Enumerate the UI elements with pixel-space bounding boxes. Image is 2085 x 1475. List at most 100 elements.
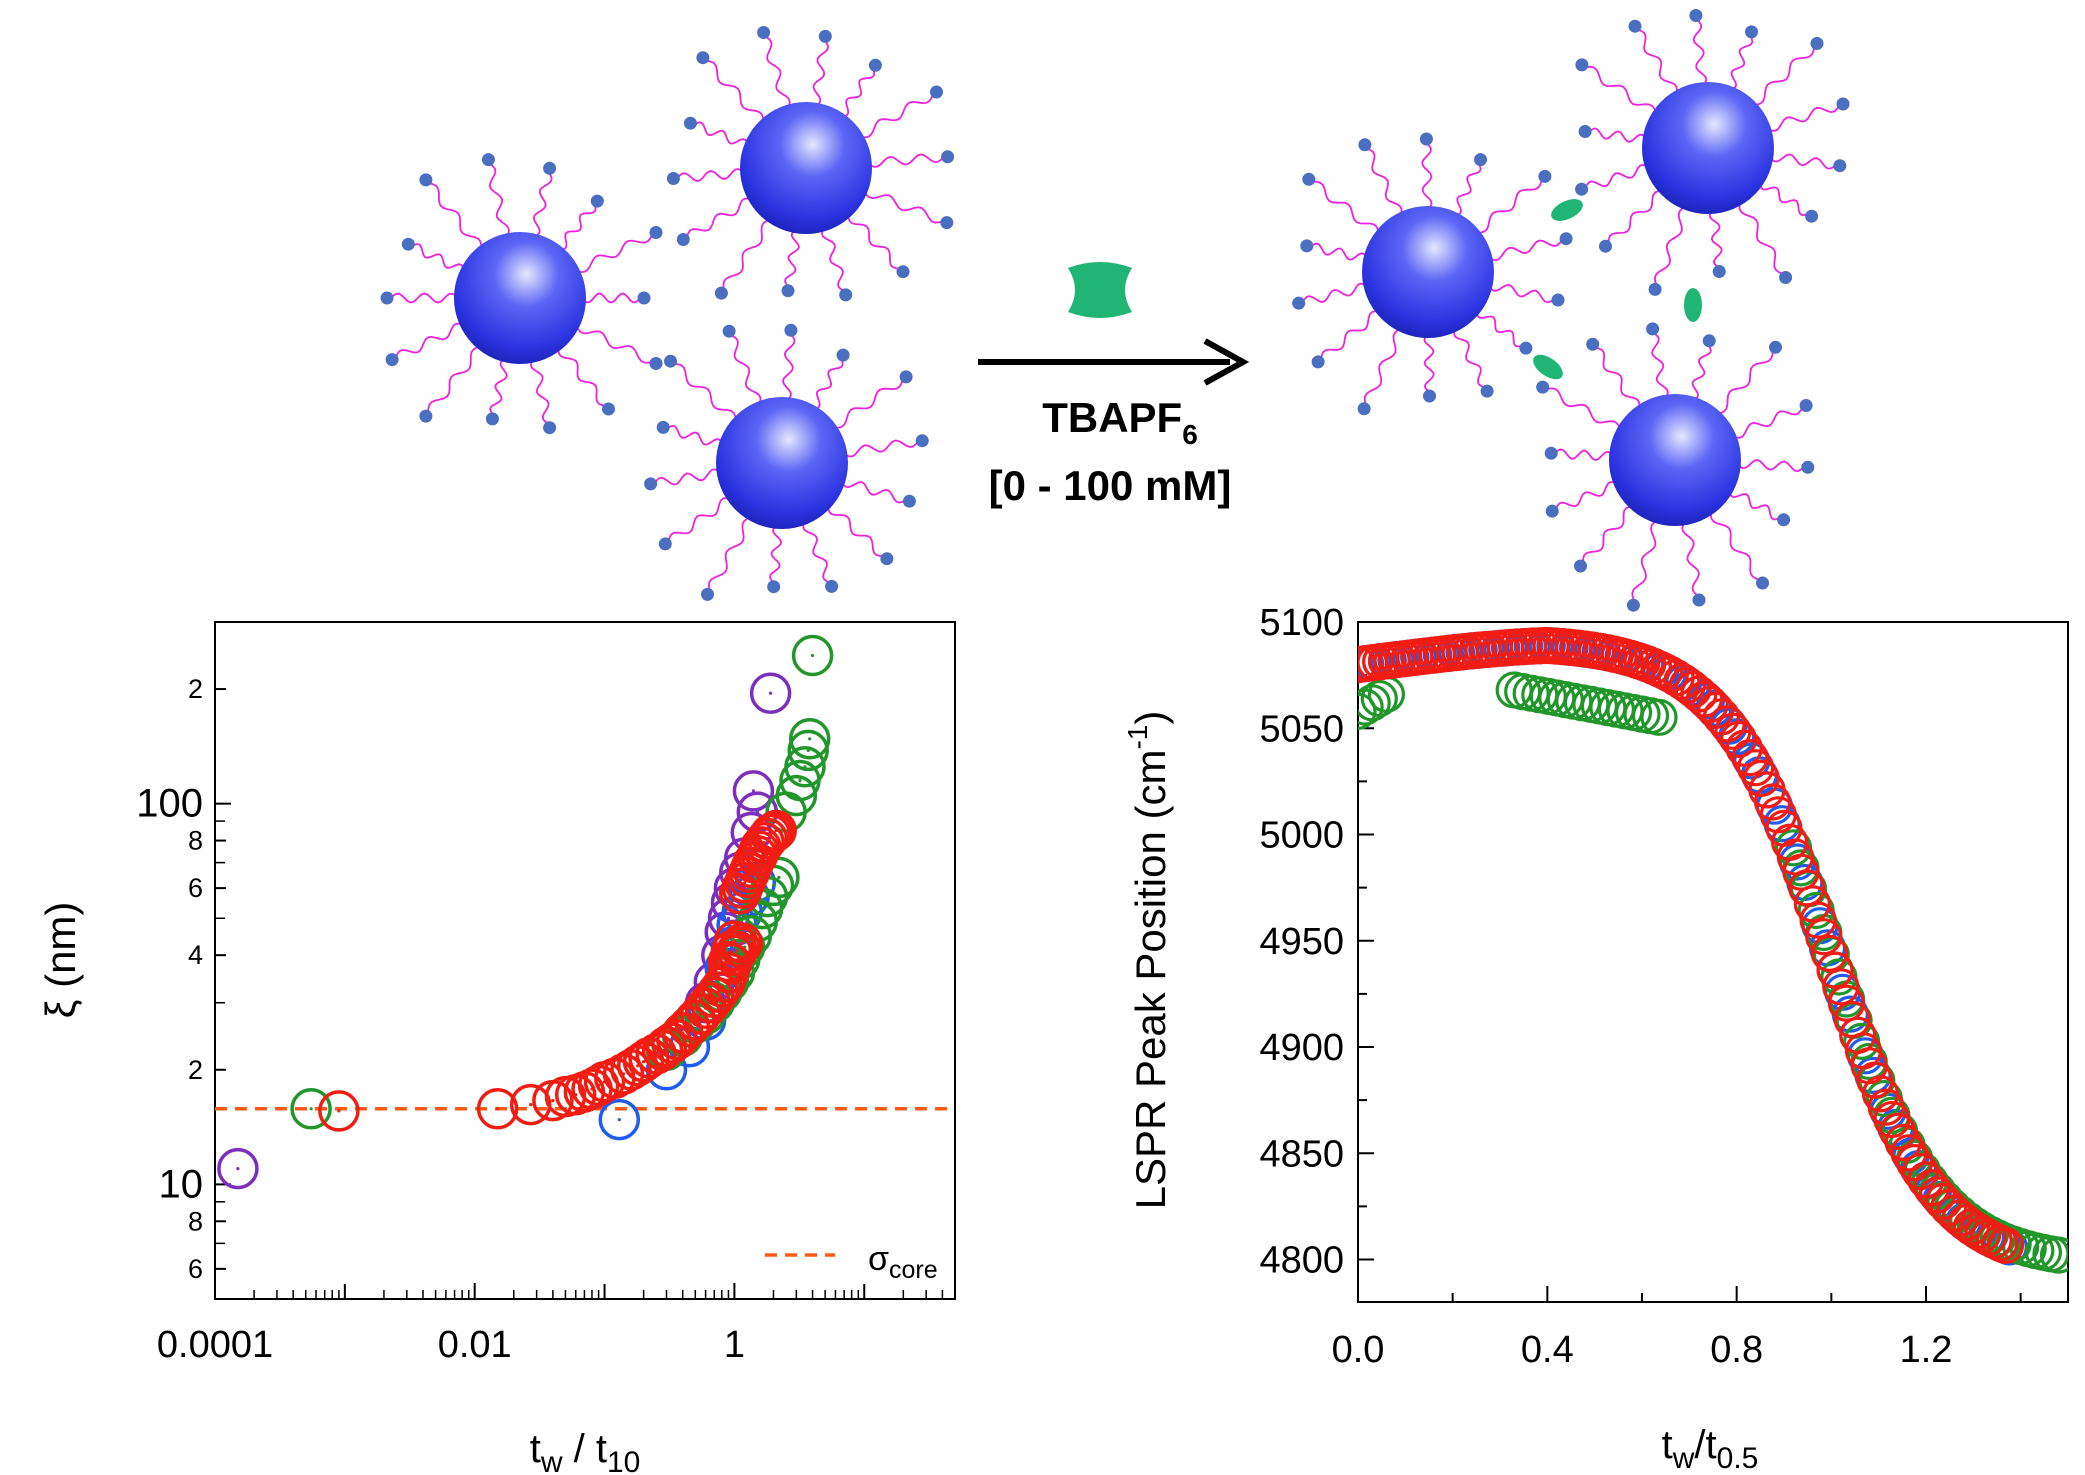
ligand-chain [667,496,732,542]
ligand-chain [1582,505,1634,563]
x-tick-label: 0.0001 [157,1324,273,1366]
ligand-chain [1729,35,1754,91]
data-point [697,971,739,1013]
ligand-chain [1736,459,1805,473]
ligand-end-group [1292,296,1306,310]
y-tick-label: 6 [188,873,203,903]
ligand-chain [764,35,791,110]
data-point-center [732,953,737,957]
data-point-center [745,875,749,880]
ligand-chain [840,480,907,504]
ligand-chain [1546,387,1622,431]
y-tick-label: 4850 [1259,1133,1344,1175]
ligand-end-group [757,26,771,39]
gold-core [1609,394,1741,526]
data-point-center [798,778,802,783]
ligand-end-group [941,150,955,164]
linker-symbol [1068,262,1132,318]
ligand-end-group [1628,19,1642,33]
data-point-center [765,836,770,841]
ligand-chain [1752,46,1815,106]
ligand-end-group [940,216,954,230]
ligand-end-group [696,51,710,65]
ligand-end-group [1779,271,1793,284]
data-point [730,811,773,854]
x-tick-label: 0.4 [1521,1329,1574,1371]
ligand-end-group [1311,355,1325,369]
ligand-chain [1554,448,1614,462]
ligand-end-group [385,353,399,367]
data-point-center [729,949,734,953]
ligand-chain [558,204,597,251]
data-point [1731,738,1769,777]
data-point [752,811,795,854]
ligand-end-group [1836,97,1850,111]
data-point-center [777,875,781,880]
ligand-chain [532,171,553,239]
ligand-chain [488,162,510,239]
ligand-end-group [767,580,781,594]
data-point [1890,1134,1928,1172]
data-point-center [529,1103,533,1107]
ligand-chain [1588,127,1648,143]
data-point [746,817,789,860]
y-tick-label: 5100 [1259,602,1344,644]
nanoparticle [1292,132,1573,416]
nanoparticle [666,26,955,302]
linker-molecules [1533,199,1702,380]
ligand-end-group [1689,9,1703,22]
ligand-chain [1709,510,1761,581]
ligand-chain [1366,147,1403,217]
ligand-end-group [1519,341,1533,355]
data-point [749,813,792,856]
data-point-center [582,1090,587,1094]
gold-core [1362,206,1494,338]
ligand-end-group [1575,182,1589,196]
ligand-chain [1585,65,1658,115]
ligand-chain [1475,178,1543,234]
data-point [318,1090,360,1132]
ligand-chain [666,424,724,446]
data-point [1884,1123,1922,1162]
y-tick-label: 4800 [1259,1240,1344,1282]
y-tick-label: 5000 [1259,815,1344,857]
ligand-end-group [1551,293,1565,307]
ligand-chain [557,346,607,407]
data-point-center [761,907,765,911]
ligand-end-group [722,324,736,338]
y-tick-label: 4 [188,940,203,970]
ligand-end-group [839,288,853,302]
ligand-end-group [1692,593,1706,607]
ligand-end-group [1538,169,1552,183]
data-point-center [771,883,776,888]
ligand-end-group [419,409,433,423]
ligand-chain [1692,18,1708,87]
data-point [740,826,782,868]
ligand-chain [812,39,830,108]
ligand-chain [1681,520,1700,597]
data-point-center [670,1041,674,1045]
ligand-end-group [880,552,894,566]
ligand-chain [489,357,508,416]
ligand-chain [394,322,465,359]
data-point-center [811,653,815,658]
ligand-end-group [836,348,850,362]
ligand-chain [1453,162,1482,217]
nanoparticles [380,9,1850,612]
data-point [1725,729,1763,767]
reaction-arrow [978,338,1250,386]
ligand-chain [673,363,738,422]
concentration-label: [0 - 100 mM] [989,462,1232,509]
data-point-center [236,1167,240,1171]
data-point [1822,968,1860,1006]
bound-linker [1684,288,1702,322]
data-point [713,934,756,976]
data-point [791,634,834,677]
ligand-chain [575,324,653,364]
ligand-chain [1584,163,1650,189]
ligand-end-group [676,233,690,246]
minor-ticks [215,820,944,1299]
ligand-chain [812,358,844,410]
